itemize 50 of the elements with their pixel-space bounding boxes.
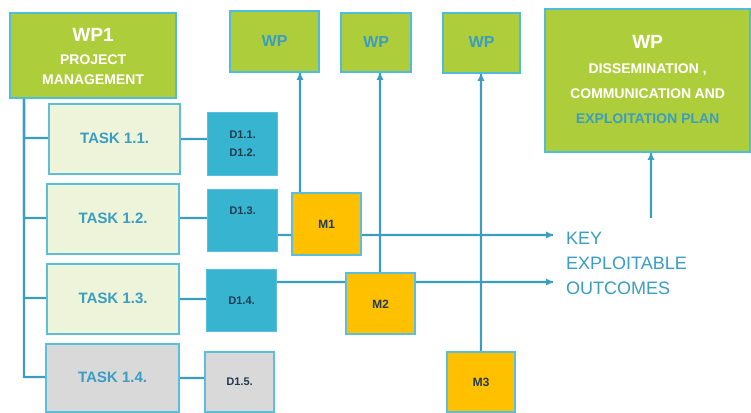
arrow	[362, 232, 553, 238]
task-box	[46, 263, 180, 335]
deliverable-box	[204, 351, 275, 413]
connector-line	[180, 298, 206, 300]
box-label: M3	[472, 374, 490, 391]
deliverable-box	[207, 112, 278, 176]
box-label: TASK 1.4.	[78, 368, 147, 388]
arrow	[478, 74, 484, 351]
box-label: EXPLOITATION PLAN	[576, 109, 720, 128]
box-label: TASK 1.2.	[78, 208, 148, 229]
deliverable-box	[206, 269, 277, 332]
outcome-label: KEY EXPLOITABLE OUTCOMES	[566, 227, 688, 300]
connector-line	[181, 138, 207, 140]
task-box	[45, 343, 180, 413]
arrow	[416, 278, 553, 286]
connector-line	[22, 99, 45, 378]
work-package-box	[229, 10, 320, 73]
work-package-box	[340, 12, 412, 73]
box-label: D1.3.	[229, 204, 256, 219]
box-label: TASK 1.1.	[80, 128, 149, 149]
milestone-box	[345, 272, 416, 335]
box-label: M1	[318, 216, 335, 233]
deliverable-box	[207, 189, 278, 252]
milestone-box	[291, 192, 362, 256]
work-package-box	[544, 8, 751, 153]
work-package-box	[9, 12, 177, 99]
work-package-box	[442, 12, 521, 74]
box-label: D1.5.	[226, 375, 253, 390]
arrow	[296, 73, 304, 192]
box-label: TASK 1.3.	[78, 288, 148, 309]
arrow	[648, 153, 654, 218]
box-label: WP	[363, 32, 389, 52]
box-label: DISSEMINATION , COMMUNICATION AND	[569, 59, 726, 103]
box-label: WP	[468, 33, 494, 53]
connector-line	[180, 216, 207, 220]
connector-line	[278, 234, 291, 236]
box-label: D1.4.	[228, 294, 255, 308]
milestone-box	[446, 351, 516, 413]
box-label: D1.2.	[229, 146, 256, 161]
box-label: D1.1.	[229, 128, 256, 143]
arrow	[376, 73, 384, 272]
task-box	[46, 183, 180, 255]
task-box	[48, 103, 181, 175]
box-label: WP1	[72, 24, 114, 48]
connector-line	[277, 280, 345, 284]
box-label: M2	[372, 296, 389, 312]
box-label: WP	[632, 31, 663, 55]
connector-line	[180, 376, 204, 380]
box-label: PROJECT MANAGEMENT	[41, 50, 145, 88]
box-label: WP	[262, 32, 288, 52]
